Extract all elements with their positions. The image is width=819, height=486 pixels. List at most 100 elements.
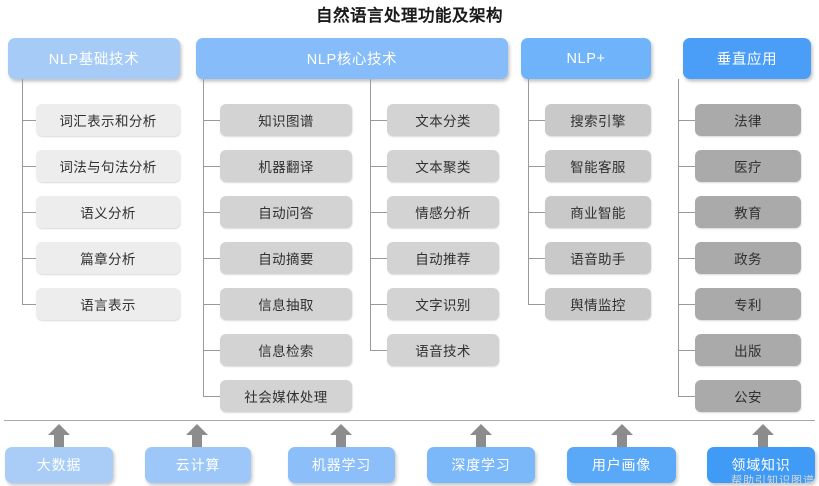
- branch-c3-3: [528, 258, 545, 259]
- item-c1-2[interactable]: 语义分析: [36, 196, 180, 228]
- item-c2a-2-label: 自动问答: [258, 206, 314, 221]
- branch-c3-2: [528, 212, 545, 213]
- item-c3-3[interactable]: 语音助手: [545, 242, 651, 274]
- item-c3-2[interactable]: 商业智能: [545, 196, 651, 228]
- trunk-nlp-plus: [528, 79, 529, 304]
- branch-c2a-4: [203, 304, 220, 305]
- branch-c1-0: [22, 120, 36, 121]
- item-c2a-1[interactable]: 机器翻译: [220, 150, 352, 182]
- trunk-vertical-app: [678, 79, 679, 397]
- item-c1-3[interactable]: 篇章分析: [36, 242, 180, 274]
- branch-c3-1: [528, 166, 545, 167]
- item-c3-0[interactable]: 搜索引擎: [545, 104, 651, 136]
- header-nlp-core[interactable]: NLP核心技术: [196, 38, 508, 79]
- item-c3-0-label: 搜索引擎: [570, 114, 626, 129]
- branch-c3-4: [528, 304, 545, 305]
- branch-c4-6: [678, 396, 695, 397]
- item-c2a-4-label: 信息抽取: [258, 298, 314, 313]
- branch-c2a-6: [203, 396, 220, 397]
- item-c4-6-label: 公安: [734, 390, 762, 405]
- item-c2b-4[interactable]: 文字识别: [387, 288, 499, 320]
- item-c2b-5-label: 语音技术: [415, 344, 471, 359]
- item-c2b-3[interactable]: 自动推荐: [387, 242, 499, 274]
- item-c4-5-label: 出版: [734, 344, 762, 359]
- item-c2a-3[interactable]: 自动摘要: [220, 242, 352, 274]
- item-c2a-2[interactable]: 自动问答: [220, 196, 352, 228]
- branch-c4-5: [678, 350, 695, 351]
- item-c4-4[interactable]: 专利: [695, 288, 801, 320]
- item-c3-3-label: 语音助手: [570, 252, 626, 267]
- watermark: 帮助引知识图谱: [731, 475, 815, 486]
- item-c4-3[interactable]: 政务: [695, 242, 801, 274]
- branch-c1-2: [22, 212, 36, 213]
- header-nlp-core-label: NLP核心技术: [306, 52, 398, 68]
- item-c3-4[interactable]: 舆情监控: [545, 288, 651, 320]
- up-arrow-icon-1: [186, 424, 208, 448]
- item-c2b-1-label: 文本聚类: [415, 160, 471, 175]
- item-c1-1-label: 词法与句法分析: [59, 160, 157, 175]
- foundation-box-bigdata[interactable]: 大数据: [5, 447, 113, 483]
- item-c4-6[interactable]: 公安: [695, 380, 801, 412]
- branch-c4-3: [678, 258, 695, 259]
- branch-c4-1: [678, 166, 695, 167]
- item-c2a-5-label: 信息检索: [258, 344, 314, 359]
- header-nlp-plus[interactable]: NLP+: [521, 38, 651, 79]
- item-c1-3-label: 篇章分析: [80, 252, 136, 267]
- item-c4-2[interactable]: 教育: [695, 196, 801, 228]
- item-c1-2-label: 语义分析: [80, 206, 136, 221]
- branch-c2a-1: [203, 166, 220, 167]
- item-c2b-4-label: 文字识别: [415, 298, 471, 313]
- item-c3-4-label: 舆情监控: [570, 298, 626, 313]
- item-c4-5[interactable]: 出版: [695, 334, 801, 366]
- item-c1-0-label: 词汇表示和分析: [59, 114, 157, 129]
- foundation-box-deep-learning[interactable]: 深度学习: [427, 447, 535, 483]
- foundation-box-cloud[interactable]: 云计算: [145, 447, 251, 483]
- item-c1-4-label: 语言表示: [80, 298, 136, 313]
- foundation-box-user-profile[interactable]: 用户画像: [567, 447, 676, 483]
- item-c2a-0-label: 知识图谱: [258, 114, 314, 129]
- up-arrow-icon-0: [48, 424, 70, 448]
- item-c2b-1[interactable]: 文本聚类: [387, 150, 499, 182]
- header-nlp-basic[interactable]: NLP基础技术: [8, 38, 180, 79]
- item-c2b-2[interactable]: 情感分析: [387, 196, 499, 228]
- foundation-box-domain-knowledge[interactable]: 领域知识: [707, 447, 815, 483]
- item-c2b-3-label: 自动推荐: [415, 252, 471, 267]
- branch-c4-4: [678, 304, 695, 305]
- up-arrow-icon-2: [330, 424, 352, 448]
- trunk-nlp-basic: [22, 79, 23, 304]
- branch-c2b-3: [370, 258, 387, 259]
- branch-c2b-5: [370, 350, 387, 351]
- item-c2a-4[interactable]: 信息抽取: [220, 288, 352, 320]
- branch-c3-0: [528, 120, 545, 121]
- item-c1-4[interactable]: 语言表示: [36, 288, 180, 320]
- item-c4-0[interactable]: 法律: [695, 104, 801, 136]
- item-c1-1[interactable]: 词法与句法分析: [36, 150, 180, 182]
- item-c4-2-label: 教育: [734, 206, 762, 221]
- item-c1-0[interactable]: 词汇表示和分析: [36, 104, 180, 136]
- branch-c2b-4: [370, 304, 387, 305]
- item-c3-2-label: 商业智能: [570, 206, 626, 221]
- item-c4-3-label: 政务: [734, 252, 762, 267]
- item-c2b-5[interactable]: 语音技术: [387, 334, 499, 366]
- branch-c2b-2: [370, 212, 387, 213]
- item-c2b-2-label: 情感分析: [415, 206, 471, 221]
- branch-c2a-2: [203, 212, 220, 213]
- item-c2a-6[interactable]: 社会媒体处理: [220, 380, 352, 412]
- up-arrow-icon-5: [752, 424, 774, 448]
- header-vertical-app[interactable]: 垂直应用: [683, 38, 811, 79]
- item-c2a-3-label: 自动摘要: [258, 252, 314, 267]
- item-c4-1[interactable]: 医疗: [695, 150, 801, 182]
- branch-c2b-1: [370, 166, 387, 167]
- up-arrow-icon-3: [470, 424, 492, 448]
- item-c2a-5[interactable]: 信息检索: [220, 334, 352, 366]
- foundation-box-bigdata-label: 大数据: [36, 457, 82, 473]
- branch-c4-0: [678, 120, 695, 121]
- branch-c2a-0: [203, 120, 220, 121]
- item-c2b-0[interactable]: 文本分类: [387, 104, 499, 136]
- item-c3-1[interactable]: 智能客服: [545, 150, 651, 182]
- trunk-nlp-core-right: [370, 79, 371, 351]
- branch-c2b-0: [370, 120, 387, 121]
- item-c2a-0[interactable]: 知识图谱: [220, 104, 352, 136]
- foundation-box-machine-learning[interactable]: 机器学习: [288, 447, 395, 483]
